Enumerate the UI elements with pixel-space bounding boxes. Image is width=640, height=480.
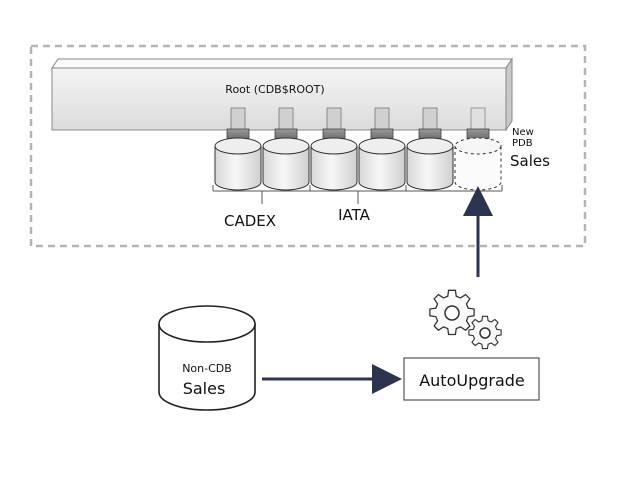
new-pdb-label-line1: New	[512, 127, 534, 138]
gears-icon	[429, 289, 502, 350]
new-pdb-label-line2: PDB	[512, 138, 533, 149]
non-cdb-name: Sales	[183, 379, 226, 398]
group-brackets	[212, 185, 503, 204]
group-label-iata: IATA	[338, 206, 371, 224]
pdb-cylinder	[262, 107, 310, 191]
non-cdb-cylinder	[158, 305, 256, 411]
pdb-cylinder	[214, 107, 262, 191]
pdb-cylinders	[214, 107, 502, 191]
autoupgrade-label: AutoUpgrade	[419, 371, 525, 390]
non-cdb-label: Non-CDB	[182, 362, 232, 375]
pdb-cylinder	[358, 107, 406, 191]
new-pdb-cylinder	[454, 107, 502, 191]
pdb-cylinder	[310, 107, 358, 191]
cdb-container	[29, 44, 587, 248]
autoupgrade-box	[403, 357, 540, 401]
group-label-cadex: CADEX	[224, 212, 276, 230]
root-label: Root (CDB$ROOT)	[225, 83, 324, 96]
new-pdb-name: Sales	[510, 152, 550, 170]
pdb-cylinder	[406, 107, 454, 191]
